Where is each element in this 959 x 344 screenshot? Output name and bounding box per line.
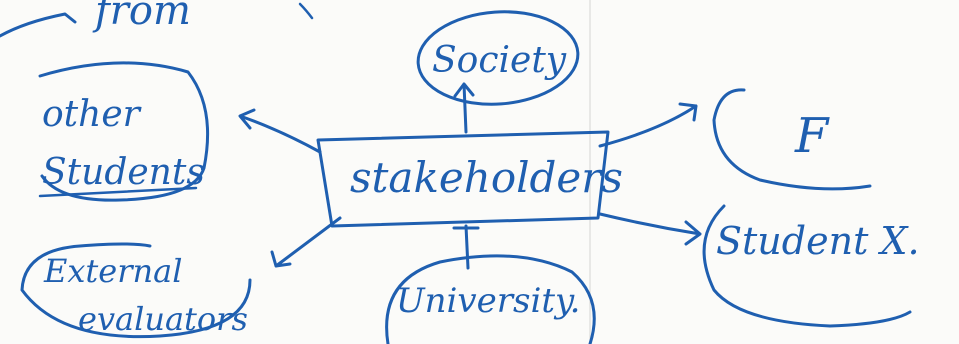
- other-students-ellipse: [38, 61, 210, 202]
- external-evaluators-ellipse: [20, 242, 252, 339]
- top-fragment-text: from: [92, 0, 191, 34]
- society-ellipse: [416, 10, 580, 106]
- external-evaluators-label-line1: External: [43, 252, 182, 290]
- top-right-stroke: [298, 2, 314, 20]
- stakeholders-label: stakeholders: [350, 153, 623, 202]
- society-label: Society: [432, 40, 567, 81]
- arrow-to-university: [452, 224, 480, 270]
- other-students-label-line1: other: [42, 94, 142, 135]
- university-label: University.: [396, 281, 581, 321]
- top-left-stroke: [0, 12, 77, 38]
- arrow-to-student-x: [598, 212, 702, 246]
- f-node-label: F: [794, 108, 830, 164]
- f-node-ellipse: [712, 88, 872, 191]
- arrow-to-society: [453, 82, 475, 134]
- external-evaluators-label-line2: evaluators: [78, 300, 248, 338]
- other-students-underline: [38, 186, 198, 198]
- arrow-to-other-students: [238, 108, 322, 154]
- arrow-to-external-evaluators: [270, 216, 342, 268]
- arrow-to-f-node: [598, 102, 698, 148]
- university-ellipse: [385, 254, 596, 344]
- stakeholders-box: [316, 130, 610, 228]
- other-students-label-line2: Students: [42, 152, 205, 193]
- student-x-ellipse: [702, 204, 912, 328]
- student-x-label: Student X.: [716, 219, 920, 263]
